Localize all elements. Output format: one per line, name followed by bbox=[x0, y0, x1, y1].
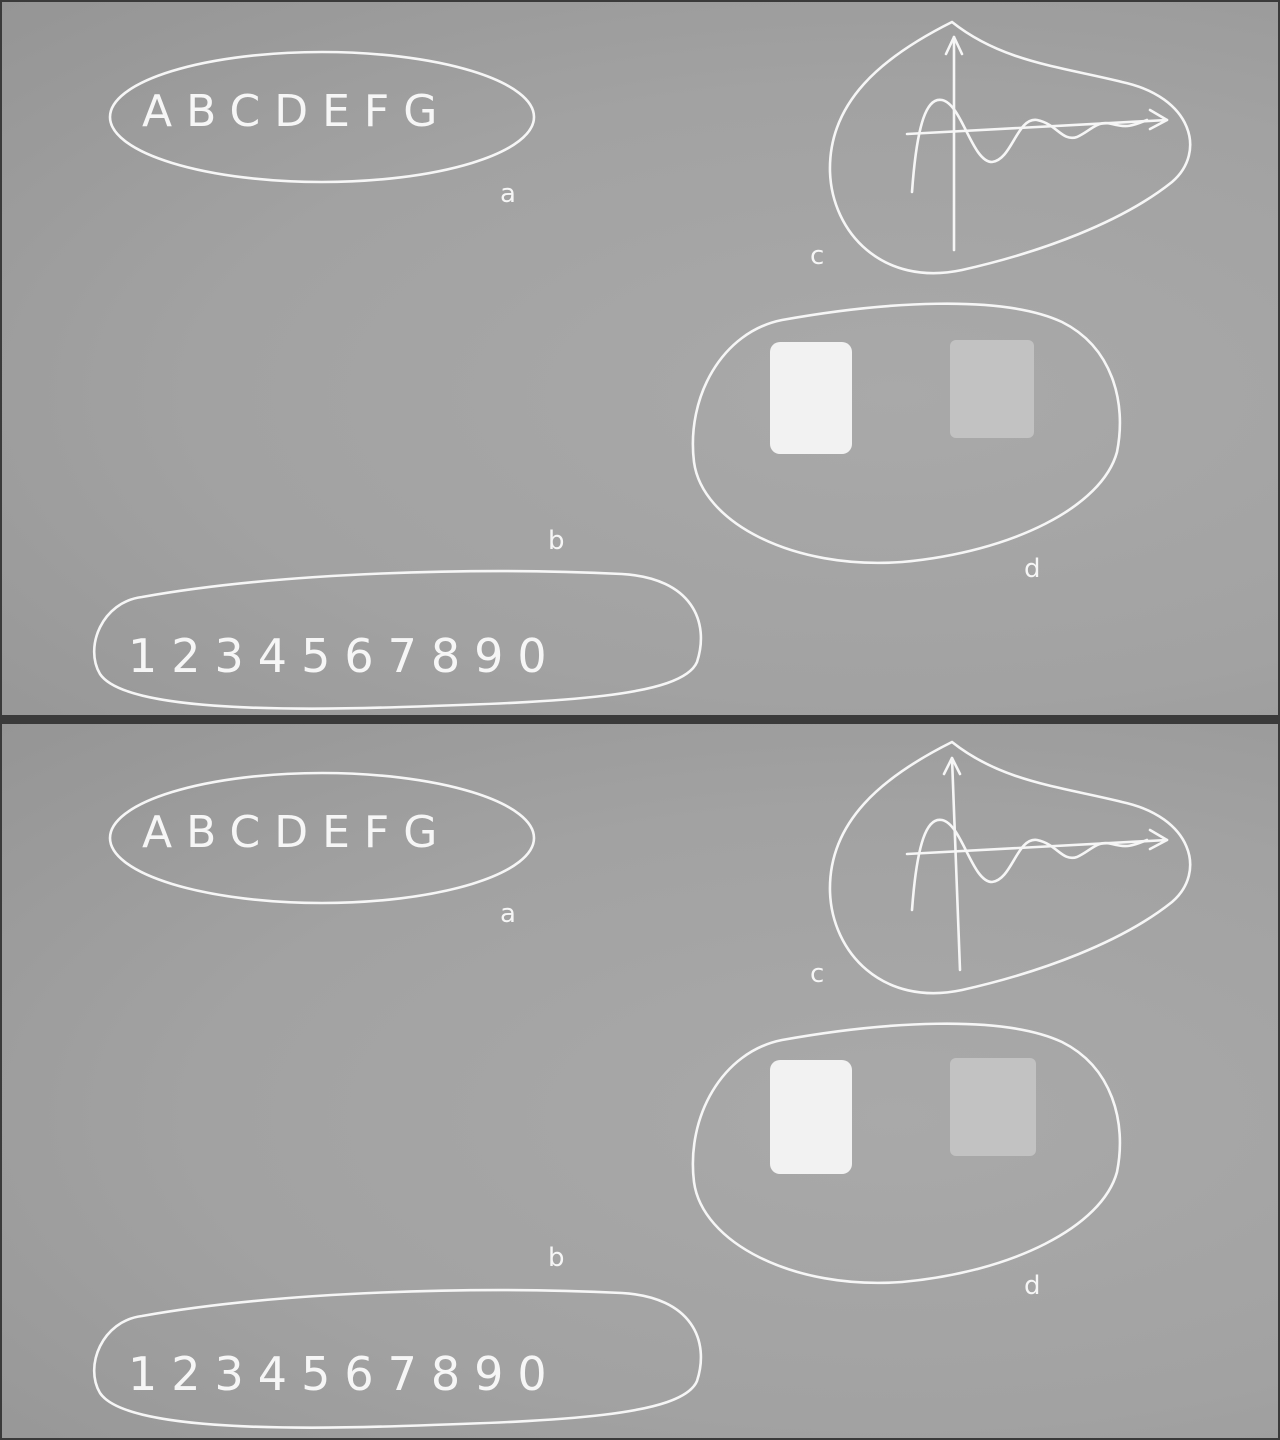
digits-oval bbox=[92, 1288, 703, 1429]
digits-text: 1234567890 bbox=[128, 629, 561, 683]
label-a: a bbox=[500, 179, 516, 209]
digits-text: 1234567890 bbox=[128, 1347, 561, 1401]
whiteboard-photo-bottom: ABCDEFG a c d b 1234567890 bbox=[2, 724, 1278, 1438]
bright-square bbox=[770, 1060, 852, 1174]
graph-outline bbox=[828, 740, 1192, 995]
whiteboard-drawing-bottom: ABCDEFG a c d b 1234567890 bbox=[92, 740, 1192, 1429]
dim-square bbox=[950, 1058, 1036, 1156]
graph-y-arrow bbox=[944, 35, 964, 56]
graph-damped-wave bbox=[910, 818, 1149, 912]
dim-square bbox=[950, 340, 1034, 438]
bright-square bbox=[770, 342, 852, 454]
letters-text: ABCDEFG bbox=[142, 807, 451, 858]
label-c: c bbox=[810, 959, 824, 989]
letters-oval bbox=[108, 771, 536, 905]
label-d: d bbox=[1024, 1271, 1041, 1301]
whiteboard-drawing-top: ABCDEFG a c d b 1234567890 bbox=[92, 20, 1192, 710]
squares-oval bbox=[691, 302, 1122, 565]
label-d: d bbox=[1024, 554, 1041, 584]
label-a: a bbox=[500, 899, 516, 929]
squares-oval bbox=[691, 1022, 1122, 1285]
whiteboard-photo-top: ABCDEFG a c d b 1234567890 bbox=[2, 2, 1278, 715]
digits-oval bbox=[92, 569, 703, 710]
label-c: c bbox=[810, 241, 824, 271]
letters-oval bbox=[108, 50, 536, 184]
label-b: b bbox=[548, 526, 565, 556]
graph-y-axis bbox=[950, 756, 962, 972]
graph-y-arrow bbox=[942, 756, 962, 776]
graph-outline bbox=[828, 20, 1192, 275]
graph-damped-wave bbox=[910, 98, 1149, 194]
letters-text: ABCDEFG bbox=[142, 86, 451, 137]
label-b: b bbox=[548, 1243, 565, 1273]
graph-x-axis bbox=[905, 838, 1169, 856]
graph-x-axis bbox=[905, 118, 1169, 136]
graph-x-arrow bbox=[1148, 108, 1169, 131]
graph-x-arrow bbox=[1148, 828, 1169, 851]
